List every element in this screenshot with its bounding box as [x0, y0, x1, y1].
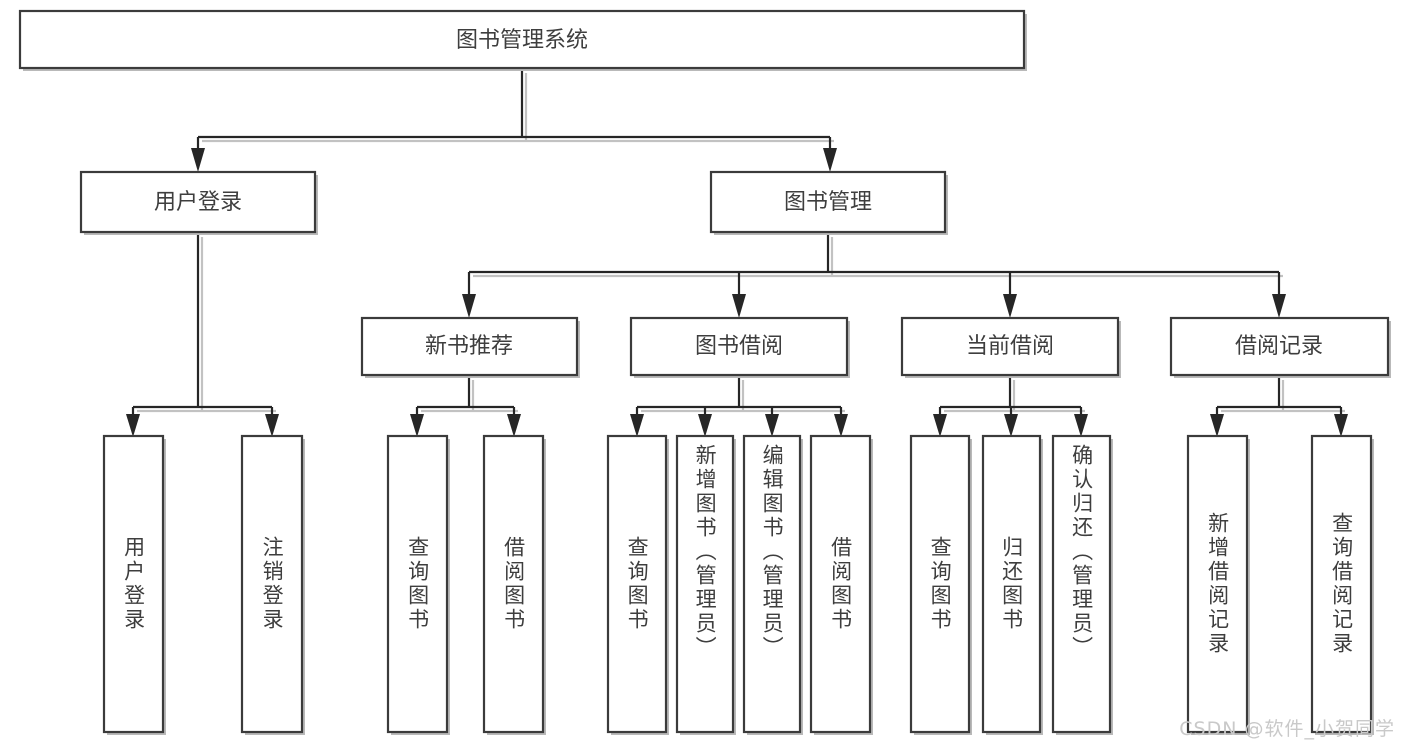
node-leaf-return-book[interactable]	[981, 434, 1043, 735]
node-book-borrow[interactable]: 图书借阅	[629, 316, 850, 378]
node-leaf-edit-book-admin[interactable]	[742, 434, 803, 735]
node-leaf-query-book-2[interactable]	[606, 434, 669, 735]
node-root-label: 图书管理系统	[456, 28, 588, 53]
edge-group-bookmanage-to-level3	[462, 232, 1286, 318]
csdn-watermark: CSDN @软件_小贺同学	[1179, 718, 1395, 740]
edge-group-root-to-level2	[191, 68, 837, 172]
node-leaf-query-book-1[interactable]	[386, 434, 450, 735]
node-leaf-query-book-3[interactable]	[909, 434, 972, 735]
node-leaf-borrow-book-2[interactable]	[809, 434, 873, 735]
edge-group-newbook-to-leaves	[410, 375, 521, 437]
node-book-manage-label: 图书管理	[784, 190, 872, 215]
node-borrow-record-label: 借阅记录	[1235, 334, 1323, 359]
node-leaf-confirm-return-admin[interactable]	[1051, 434, 1113, 735]
node-user-login[interactable]: 用户登录	[79, 170, 318, 235]
edge-group-userlogin-to-leaves	[126, 232, 279, 437]
node-leaf-user-login-do[interactable]	[102, 434, 166, 735]
node-new-book-recommend-label: 新书推荐	[425, 334, 513, 359]
edge-group-borrowrecord-to-leaves	[1210, 375, 1348, 437]
node-book-borrow-label: 图书借阅	[695, 334, 783, 359]
node-leaf-borrow-book-1[interactable]	[482, 434, 546, 735]
node-new-book-recommend[interactable]: 新书推荐	[360, 316, 580, 378]
node-leaf-add-borrow-record[interactable]	[1186, 434, 1250, 735]
node-book-manage[interactable]: 图书管理	[709, 170, 948, 235]
node-current-borrow[interactable]: 当前借阅	[900, 316, 1121, 378]
node-leaf-add-book-admin[interactable]	[675, 434, 736, 735]
node-leaf-query-borrow-record[interactable]	[1310, 434, 1374, 735]
node-leaf-user-logout[interactable]	[240, 434, 305, 735]
edge-group-bookborrow-to-leaves	[630, 375, 848, 437]
edge-group-currentborrow-to-leaves	[933, 375, 1088, 437]
node-borrow-record[interactable]: 借阅记录	[1169, 316, 1391, 378]
node-root[interactable]: 图书管理系统	[18, 9, 1027, 71]
node-current-borrow-label: 当前借阅	[966, 334, 1054, 359]
node-user-login-label: 用户登录	[154, 190, 242, 215]
